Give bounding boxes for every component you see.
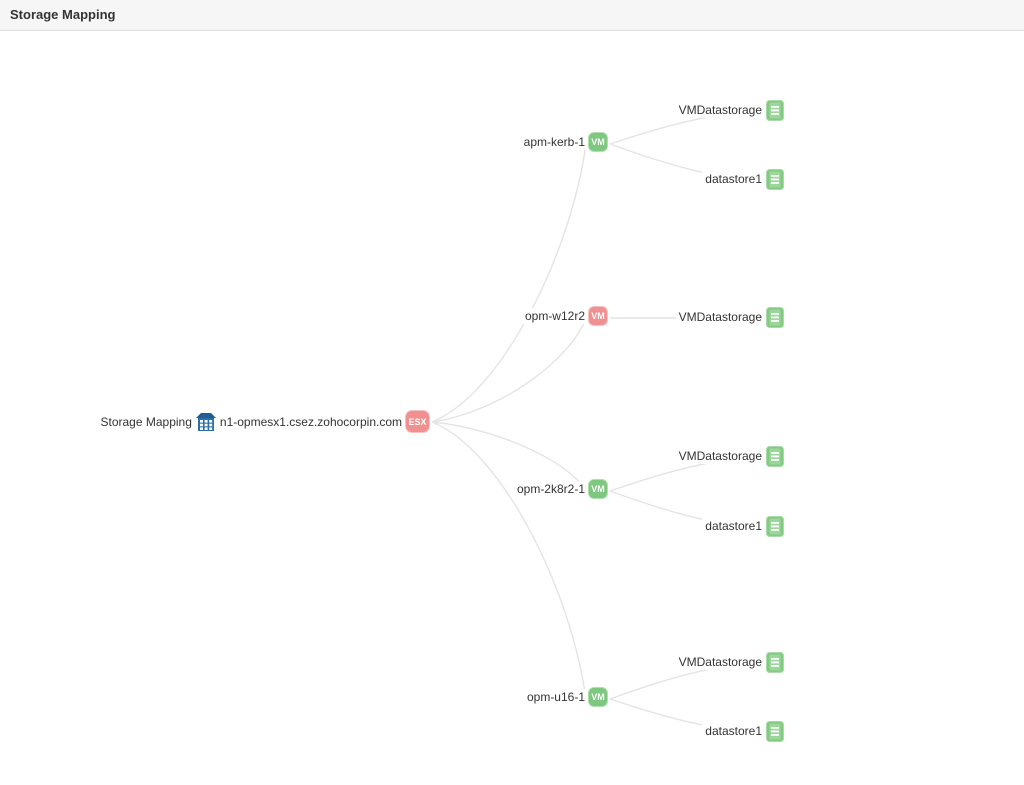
datastore-node[interactable]: VMDatastorage xyxy=(675,445,785,467)
esx-host-label: n1-opmesx1.csez.zohocorpin.com xyxy=(216,413,405,430)
datastore-icon xyxy=(766,445,784,467)
datastore-icon xyxy=(766,651,784,673)
building-icon xyxy=(195,412,216,432)
mapping-edge xyxy=(431,143,587,423)
datastore-label: VMDatastorage xyxy=(675,102,765,118)
esx-root-node[interactable]: Storage Mapping n1-opmesx1.csez.zohocorp… xyxy=(97,410,430,433)
vm-badge: VM xyxy=(588,687,608,707)
datastore-icon xyxy=(766,168,784,190)
vm-label: apm-kerb-1 xyxy=(520,134,588,150)
datastore-icon xyxy=(766,515,784,537)
mapping-edge xyxy=(431,317,587,423)
vm-badge: VM xyxy=(588,479,608,499)
datastore-label: VMDatastorage xyxy=(675,448,765,464)
datastore-label: VMDatastorage xyxy=(675,309,765,325)
datastore-node[interactable]: datastore1 xyxy=(702,168,785,190)
vm-node[interactable]: opm-u16-1 VM xyxy=(523,687,608,707)
vm-label: opm-w12r2 xyxy=(521,308,588,324)
esx-badge: ESX xyxy=(405,410,430,433)
vm-node[interactable]: apm-kerb-1 VM xyxy=(520,132,608,152)
vm-label: opm-2k8r2-1 xyxy=(513,481,588,497)
datastore-node[interactable]: datastore1 xyxy=(702,720,785,742)
datastore-node[interactable]: VMDatastorage xyxy=(675,99,785,121)
vm-badge: VM xyxy=(588,306,608,326)
vm-label: opm-u16-1 xyxy=(523,689,588,705)
datastore-icon xyxy=(766,99,784,121)
datastore-label: datastore1 xyxy=(702,518,765,534)
mapping-edge xyxy=(431,421,587,492)
datastore-label: VMDatastorage xyxy=(675,654,765,670)
datastore-node[interactable]: datastore1 xyxy=(702,515,785,537)
datastore-node[interactable]: VMDatastorage xyxy=(675,651,785,673)
vm-badge: VM xyxy=(588,132,608,152)
mapping-edge xyxy=(431,421,587,700)
vm-node[interactable]: opm-2k8r2-1 VM xyxy=(513,479,608,499)
root-label: Storage Mapping xyxy=(97,413,195,430)
datastore-icon xyxy=(766,306,784,328)
datastore-node[interactable]: VMDatastorage xyxy=(675,306,785,328)
datastore-label: datastore1 xyxy=(702,723,765,739)
vm-node[interactable]: opm-w12r2 VM xyxy=(521,306,608,326)
page-header: Storage Mapping xyxy=(0,0,1024,31)
datastore-label: datastore1 xyxy=(702,171,765,187)
page-title: Storage Mapping xyxy=(10,7,116,22)
datastore-icon xyxy=(766,720,784,742)
